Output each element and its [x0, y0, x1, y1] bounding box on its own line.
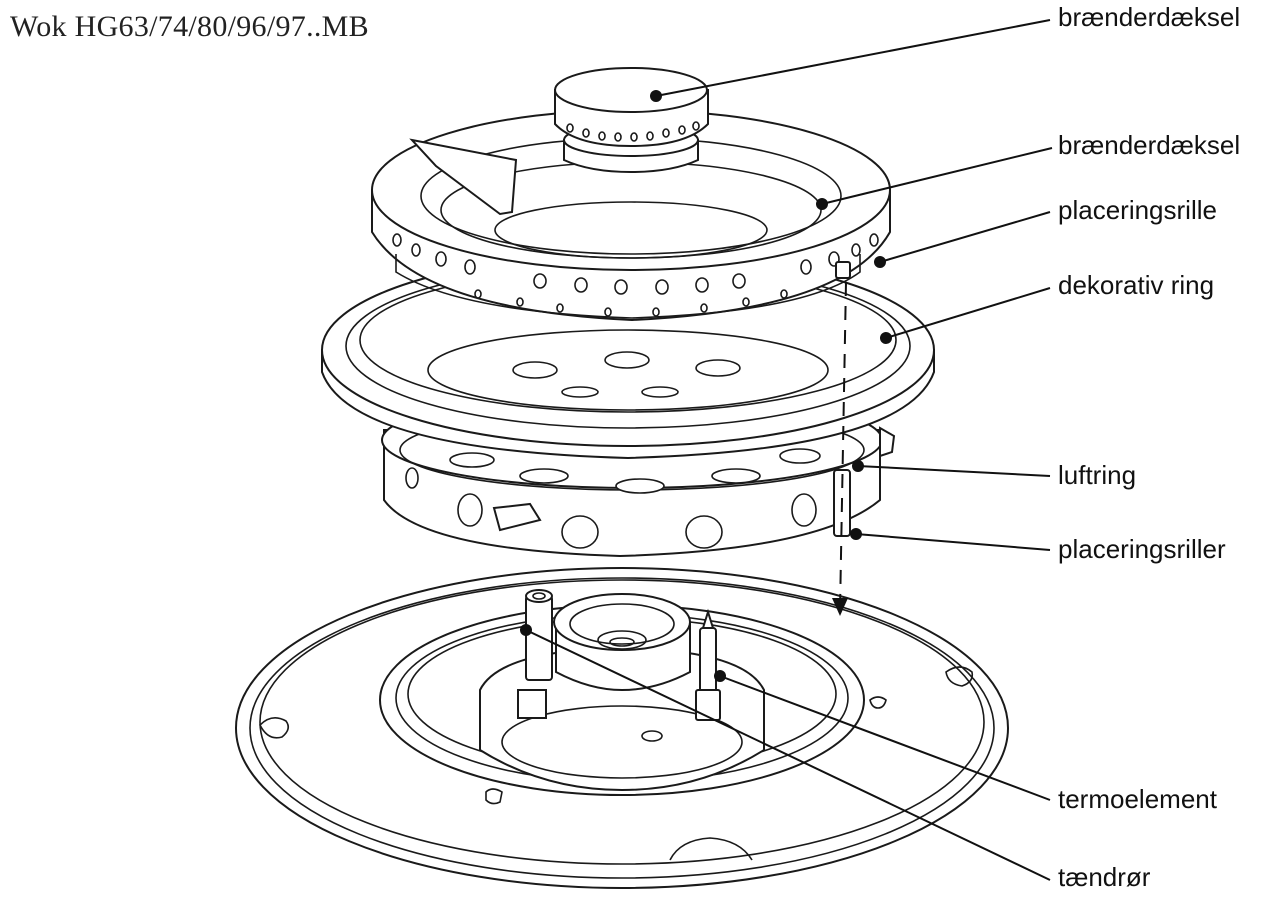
label-burner-cap-ring: brænderdæksel — [1058, 130, 1241, 160]
leader-burner-cap-ring — [821, 147, 1053, 205]
label-positioning-grooves: placeringsriller — [1058, 534, 1226, 564]
leader-thermocouple — [719, 675, 1051, 801]
leader-lines — [520, 19, 1053, 881]
label-burner-cap-top: brænderdæksel — [1058, 2, 1241, 32]
burner-ring-holes — [392, 233, 879, 317]
label-positioning-groove: placeringsrille — [1058, 195, 1217, 225]
decorative-ring-holes — [512, 351, 741, 398]
alignment-arrow — [832, 281, 848, 616]
leader-ignition-tube — [525, 629, 1051, 881]
leader-positioning-groove — [879, 211, 1051, 263]
label-ignition-tube: tændrør — [1058, 862, 1151, 892]
label-decorative-ring: dekorativ ring — [1058, 270, 1215, 300]
burner-ring-part — [371, 109, 891, 322]
base-plate — [235, 567, 1009, 889]
diagram-title: Wok HG63/74/80/96/97..MB — [10, 10, 369, 43]
leader-air-ring — [857, 465, 1051, 477]
leader-decorative-ring — [885, 287, 1051, 339]
label-thermocouple: termoelement — [1058, 784, 1217, 814]
air-ring-holes — [405, 448, 821, 549]
leader-burner-cap-top — [655, 19, 1051, 97]
burner-cap-part — [554, 67, 709, 174]
leader-positioning-grooves — [855, 533, 1051, 551]
label-air-ring: luftring — [1058, 460, 1137, 490]
burner-cap-holes — [566, 121, 700, 142]
